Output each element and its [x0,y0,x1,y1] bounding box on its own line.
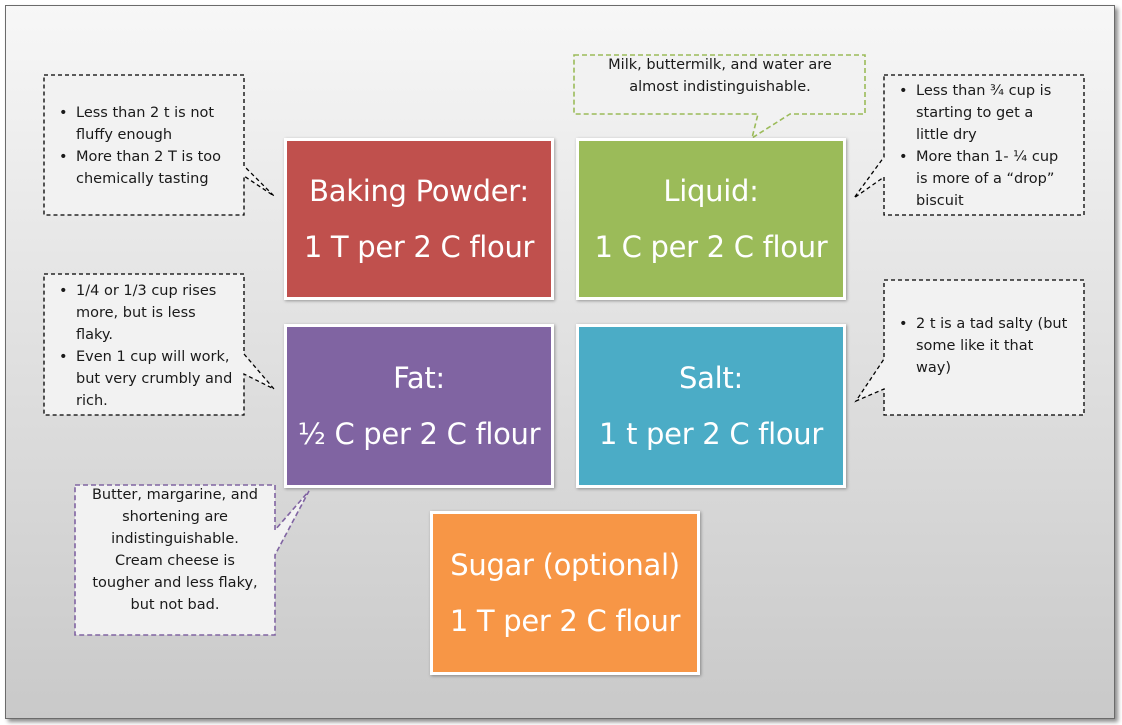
fat-bottom-note-line-2: shortening are [122,509,228,525]
fat-bottom-callout: Butter, margarine, and shortening are in… [77,484,273,616]
liquid-right-note-2: More than 1- ¼ cup is more of a “drop” b… [890,146,1070,212]
fat-bottom-note-line-5: tougher and less flaky, [92,575,258,591]
fat-note-1: 1/4 or 1/3 cup rises more, but is less f… [50,280,235,346]
salt-note-1: 2 t is a tad salty (but some like it tha… [890,313,1070,379]
baking-powder-box: Baking Powder: 1 T per 2 C flour [284,138,554,300]
baking-powder-title: Baking Powder: [309,174,529,208]
fat-amount: ½ C per 2 C flour [297,417,541,451]
fat-bottom-note-line-6: but not bad. [130,597,220,613]
fat-title: Fat: [393,361,445,395]
fat-bottom-callout-balloon [74,484,310,636]
fat-note-2: Even 1 cup will work, but very crumbly a… [50,346,235,412]
liquid-right-note-1: Less than ¾ cup is starting to get a lit… [890,80,1070,146]
liquid-title: Liquid: [663,174,759,208]
fat-bottom-note-line-4: Cream cheese is [115,553,235,569]
liquid-top-callout-balloon [573,54,866,140]
baking-powder-note-2: More than 2 T is too chemically tasting [50,146,240,190]
baking-powder-note-1: Less than 2 t is not fluffy enough [50,102,240,146]
fat-callout: 1/4 or 1/3 cup rises more, but is less f… [50,280,235,412]
liquid-box: Liquid: 1 C per 2 C flour [576,138,846,300]
salt-title: Salt: [679,361,743,395]
baking-powder-callout: Less than 2 t is not fluffy enough More … [50,102,240,190]
salt-box: Salt: 1 t per 2 C flour [576,324,846,488]
fat-bottom-note-line-1: Butter, margarine, and [91,487,258,503]
salt-callout: 2 t is a tad salty (but some like it tha… [890,313,1070,379]
fat-bottom-note-line-3: indistinguishable. [111,531,239,547]
baking-powder-amount: 1 T per 2 C flour [303,230,535,264]
liquid-top-note-line-2: almost indistinguishable. [629,79,811,95]
sugar-amount: 1 T per 2 C flour [449,604,681,638]
liquid-amount: 1 C per 2 C flour [594,230,828,264]
liquid-top-callout: Milk, buttermilk, and water are almost i… [580,54,860,98]
diagram-canvas: Baking Powder: 1 T per 2 C flour Liquid:… [5,5,1115,719]
salt-amount: 1 t per 2 C flour [599,417,823,451]
sugar-title: Sugar (optional) [450,548,680,582]
liquid-right-callout: Less than ¾ cup is starting to get a lit… [890,80,1070,212]
fat-box: Fat: ½ C per 2 C flour [284,324,554,488]
liquid-top-note-line-1: Milk, buttermilk, and water are [608,57,832,73]
sugar-box: Sugar (optional) 1 T per 2 C flour [430,511,700,675]
